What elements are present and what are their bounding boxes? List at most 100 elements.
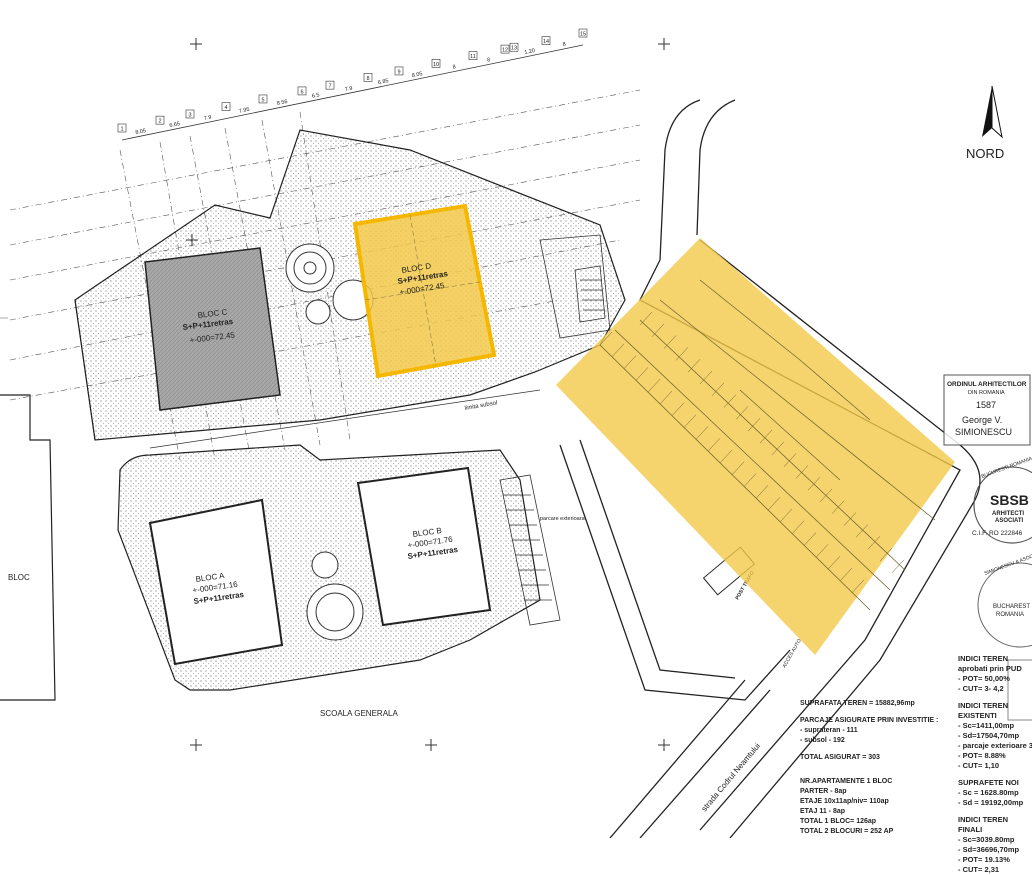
existing-title: INDICI TEREN [958, 701, 1009, 710]
stamp-line: BUCURESTI ROMANIA [981, 456, 1032, 480]
parking-stall-line [635, 367, 649, 381]
bloc-b-name: BLOC B [412, 526, 442, 539]
grid-marker [500, 44, 510, 54]
parking-stall-line [647, 379, 661, 393]
grid-spacing-label: 6.65 [169, 121, 181, 129]
stamp-line: ROMANIA [996, 612, 1024, 618]
site-info-notes: SUPRAFATA TEREN = 15882,96mp PARCAJE ASI… [800, 699, 938, 837]
parking-stall-line [843, 512, 857, 526]
parking-area-highlighted[interactable] [556, 238, 955, 655]
lower-dimension-line [149, 389, 541, 449]
existing-line: - parcaje exterioare 34 [958, 741, 1032, 750]
parking-stall-line [747, 418, 761, 432]
final-title: FINALI [958, 825, 983, 834]
parking-stall-line [851, 579, 865, 593]
new-line: - Sd = 19192,00mp [958, 798, 1024, 807]
basement-limit-label: limita subsol [464, 400, 498, 412]
final-line: - Sc=3039.80mp [958, 835, 1015, 844]
grid-spacing-label: 6.5 [311, 92, 320, 99]
grid-marker-label: 11 [470, 54, 476, 60]
parking-stall-line [731, 461, 745, 475]
courtyard-circles [306, 551, 364, 641]
parcaje-line: - subsol - 192 [800, 737, 845, 744]
grid-marker [155, 115, 165, 125]
grid-marker-label: 10 [433, 62, 439, 68]
dimension-line [121, 44, 584, 141]
parking-stall-line [599, 331, 613, 346]
grid-marker-label: 9 [397, 69, 400, 75]
north-arrow-icon [982, 85, 1003, 139]
parking-stall-line [675, 347, 689, 361]
parking-stall-line [611, 343, 625, 357]
parking-stall-line [867, 536, 881, 550]
parking-stall-line [671, 402, 685, 416]
neighbor-bloc-label: BLOC [8, 573, 30, 582]
auto-access-label: ACCES AUTO [782, 638, 803, 669]
stamp-line: SIMIONESCU [955, 427, 1012, 437]
exterior-parking-label: parcare exterioara [540, 516, 586, 522]
approved-line: - CUT= 3- 4,2 [958, 684, 1004, 693]
parking-stall-line [755, 485, 769, 499]
apartamente-line: TOTAL 1 BLOC= 126ap [800, 818, 877, 825]
parcaje-line: - suprateran - 111 [800, 727, 858, 734]
existing-line: - Sc=1411,00mp [958, 721, 1015, 730]
grid-marker-label: 5 [261, 97, 264, 103]
existing-line: - CUT= 1,10 [958, 761, 1000, 770]
parking-stall-line [771, 441, 785, 455]
grid-marker-label: 1 [120, 127, 123, 133]
grid-marker [468, 51, 478, 60]
grid-marker-label: 6 [300, 89, 303, 95]
apartamente-title: NR.APARTAMENTE 1 BLOC [800, 778, 893, 785]
grid-spacing-label: 8.05 [135, 128, 147, 136]
grid-marker [117, 123, 127, 133]
parking-stall-line [759, 429, 773, 444]
parking-stall-line [879, 547, 893, 562]
new-line: - Sc = 1628.80mp [958, 788, 1019, 797]
north-label: NORD [966, 146, 1004, 161]
final-line: - Sd=36696,70mp [958, 845, 1020, 854]
existing-line: - Sd=17504,70mp [958, 731, 1020, 740]
title-block-frame [1007, 659, 1032, 721]
parking-stall-line [815, 544, 829, 558]
bloc-d-highlighted[interactable]: BLOC D S+P+11retras +-000=72.45 [352, 203, 497, 379]
grid-marker-label: 12 [502, 48, 508, 54]
stamp-line: ORDINUL ARHITECTILOR [947, 381, 1027, 388]
grid-marker [258, 94, 268, 104]
final-title: INDICI TEREN [958, 815, 1009, 824]
bloc-c: BLOC C S+P+11retras +-000=72.45 [144, 247, 281, 411]
grid-spacing-label: 8 [487, 57, 491, 63]
grid-marker [363, 73, 373, 82]
grid-spacing-label: 8.56 [276, 99, 288, 107]
parking-stall-line [659, 390, 673, 405]
parcaje-title: PARCAJE ASIGURATE PRIN INVESTITIE : [800, 717, 939, 724]
parking-stall-line [831, 500, 845, 514]
grid-marker [394, 66, 404, 76]
parking-stall-line [723, 394, 737, 408]
existing-line: - POT= 8.88% [958, 751, 1006, 760]
stamp-line: George V. [962, 415, 1002, 425]
grid-marker-label: 4 [224, 105, 227, 111]
parking-stall-line [855, 524, 869, 538]
grid-marker [325, 80, 335, 90]
simionescu-stamp: SIMIONESCU & ASOCIATII BUCHAREST ROMANIA [977, 550, 1032, 648]
apartamente-line: ETAJ 11 - 8ap [800, 808, 846, 815]
parking-stall-line [779, 508, 793, 523]
parking-stall-line [803, 532, 817, 546]
grid-marker [541, 36, 551, 45]
stamp-line: ARHITECTI [992, 511, 1024, 517]
parking-stall-line [743, 473, 757, 487]
parking-stall-line [651, 323, 665, 337]
parking-stall-line [707, 438, 721, 452]
grid-marker-label: 7 [328, 84, 331, 90]
bloc-c-name: BLOC C [197, 307, 228, 320]
sbsb-stamp: SBSB ARHITECTI ASOCIATI BUCURESTI ROMANI… [972, 456, 1032, 544]
parking-stall-line [791, 520, 805, 534]
parking-stall-line [735, 406, 749, 420]
grid-marker [509, 42, 519, 52]
stamp-line: C.I.F. RO 222846 [972, 530, 1023, 537]
grid-spacing-label: 8 [562, 42, 566, 48]
grid-spacing-label: 7.9 [203, 115, 212, 122]
apartamente-line: TOTAL 2 BLOCURI = 252 AP [800, 828, 894, 835]
parking-stall-line [699, 370, 713, 385]
grid-marker-label: 2 [158, 119, 161, 125]
